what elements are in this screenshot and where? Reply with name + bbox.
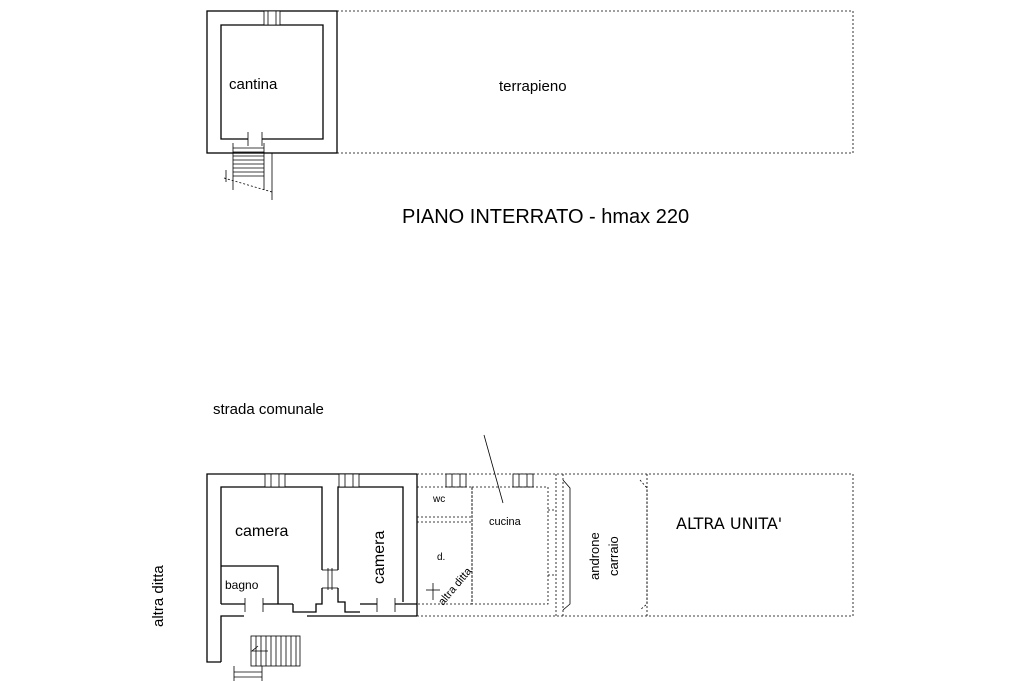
room-label-cellar: cantina	[229, 76, 278, 93]
street-label: strada comunale	[213, 401, 324, 418]
cellar-vent	[263, 10, 281, 26]
room-label-bedroom-2: camera	[371, 531, 388, 584]
room-label-bathroom: bagno	[225, 578, 259, 592]
bedroom-2-walls	[337, 486, 404, 602]
ground-floor-plan: strada comunale	[150, 401, 854, 681]
basement-floor-title: PIANO INTERRATO - hmax 220	[402, 206, 689, 228]
bathroom-walls	[221, 565, 279, 604]
basement-plan: cantina terrapieno PIANO INTERRATO - hma…	[206, 10, 854, 228]
wc-storage-outline	[416, 486, 473, 605]
room-label-kitchen: cucina	[489, 516, 522, 528]
diagonal-neighbor-label: altra ditta	[436, 565, 475, 608]
room-label-bedroom-1: camera	[235, 523, 288, 540]
basement-stair	[223, 143, 273, 200]
embankment-outline	[336, 10, 854, 154]
left-block-outer-wall	[206, 473, 417, 663]
room-label-wc: wc	[432, 494, 445, 505]
side-neighbor-label: altra ditta	[150, 565, 167, 627]
ground-windows	[244, 473, 534, 612]
passage-section	[562, 474, 648, 616]
right-block-outer-dashed	[417, 473, 854, 617]
other-unit-label: ALTRA UNITA'	[676, 514, 782, 533]
kitchen-outline	[471, 486, 549, 605]
annex-walls	[220, 615, 244, 662]
ground-stair	[233, 635, 301, 681]
kitchen-leader-line	[483, 434, 504, 504]
room-label-embankment: terrapieno	[499, 78, 567, 95]
middle-section	[416, 434, 557, 616]
passage-label-line1: androne	[587, 532, 602, 580]
room-label-storage: d.	[437, 552, 445, 563]
passage-label-line2: carraio	[606, 536, 621, 576]
